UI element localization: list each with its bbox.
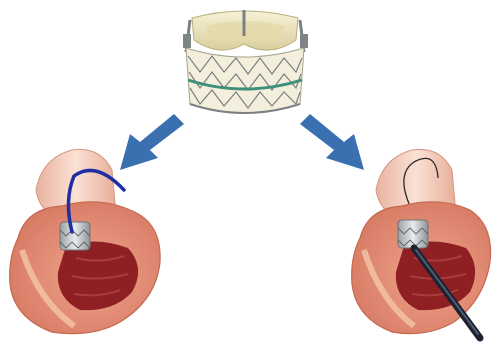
deployed-valve <box>398 220 428 248</box>
transapical-approach-heart <box>352 149 491 338</box>
valve-tab-left <box>183 34 191 48</box>
valve-tab-right <box>300 34 308 48</box>
transcatheter-valve <box>183 10 308 113</box>
arrow-down-right-icon <box>300 114 364 170</box>
transfemoral-approach-heart <box>10 149 160 333</box>
deployed-valve <box>60 222 90 250</box>
arrow-down-left-icon <box>120 114 184 170</box>
